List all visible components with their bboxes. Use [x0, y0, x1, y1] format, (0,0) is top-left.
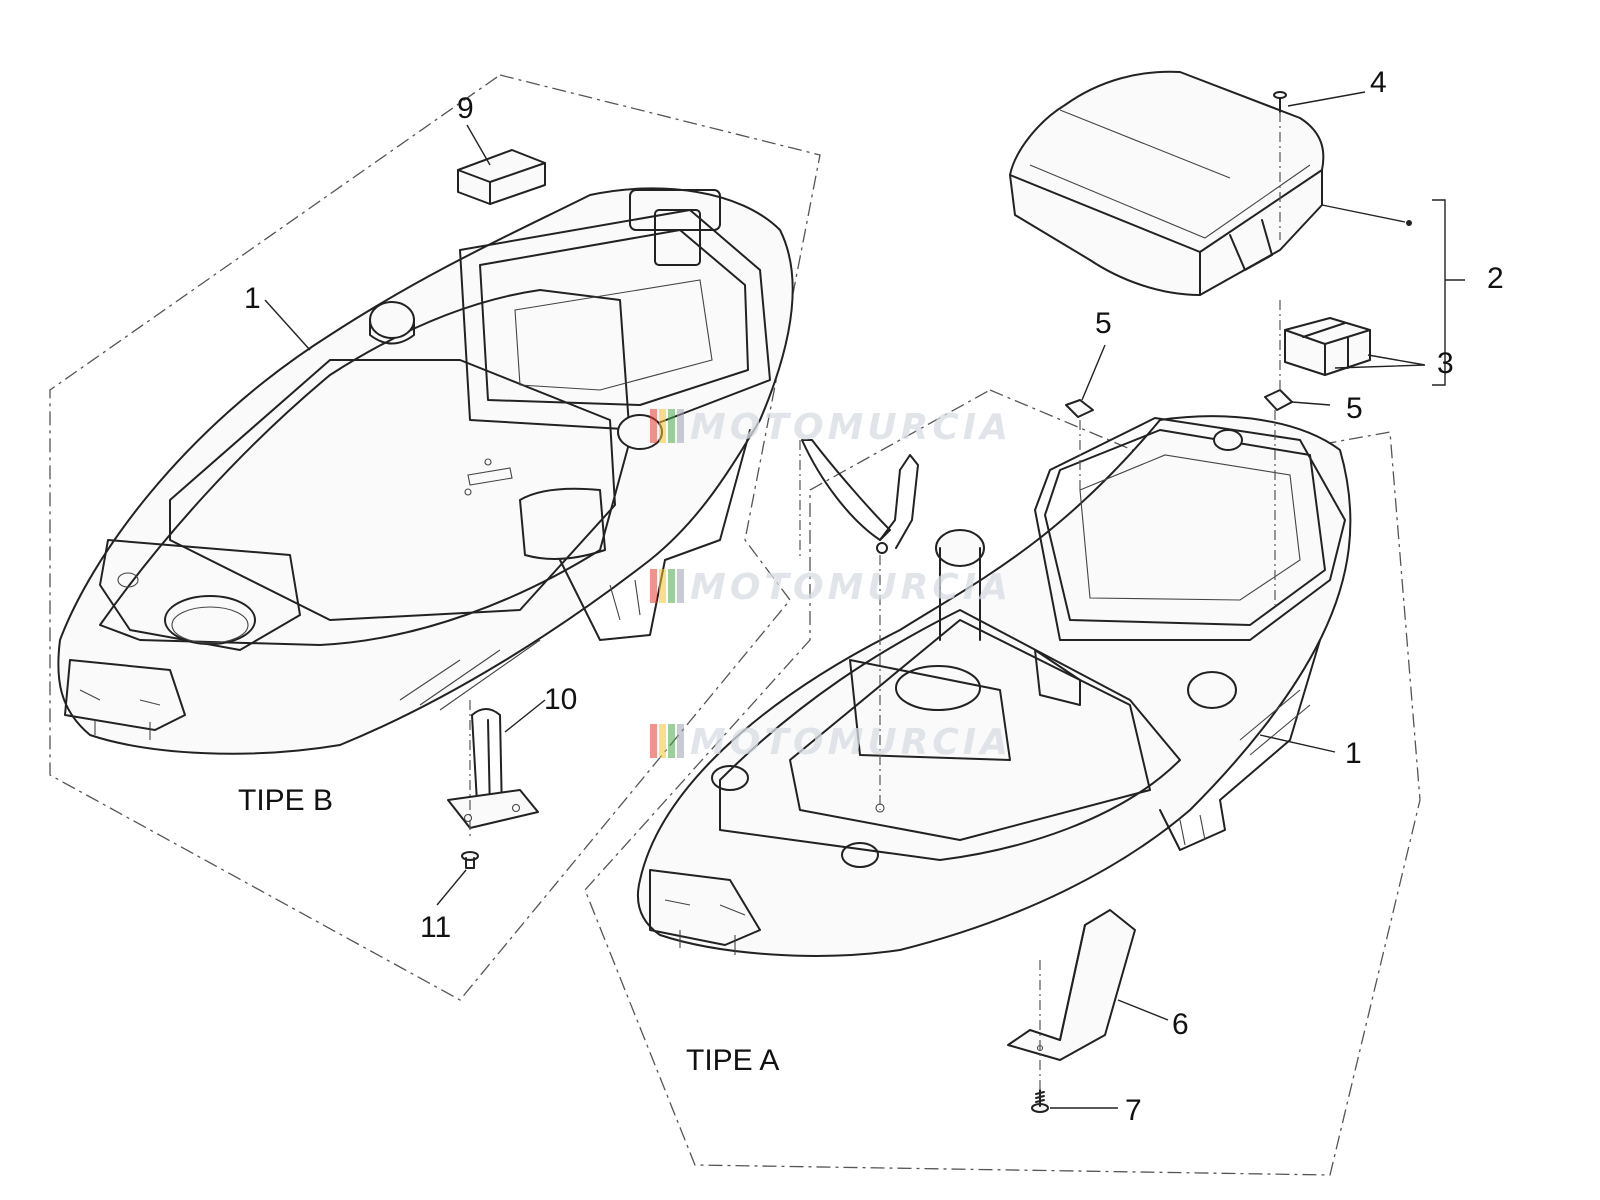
callout-1-right: 1 [1345, 737, 1362, 770]
group-label-tipe-a: TIPE A [686, 1044, 779, 1077]
callout-10: 10 [544, 683, 577, 716]
leader-lines [264, 91, 1465, 1109]
watermark-top: MOTOMURCIA [650, 407, 1012, 448]
callout-6: 6 [1172, 1008, 1189, 1041]
watermark-text: MOTOMURCIA [690, 722, 1012, 763]
tipe-b-boundary [49, 74, 821, 1001]
storage-compartment-tipe-b [57, 187, 794, 755]
watermark-text: MOTOMURCIA [690, 407, 1012, 448]
storage-compartment-tipe-a [636, 415, 1352, 957]
tipe-a-boundary [584, 389, 1421, 1176]
part-11-bolt [461, 851, 479, 869]
callout-9: 9 [457, 92, 474, 125]
part-5-clip-nut-right [1264, 389, 1293, 411]
callout-7: 7 [1125, 1094, 1142, 1127]
callout-3: 3 [1437, 347, 1454, 380]
callout-11: 11 [420, 911, 451, 944]
callout-5-left: 5 [1095, 307, 1112, 340]
callout-labels: 1 9 10 11 4 2 3 5 5 1 6 7 [244, 66, 1504, 1127]
watermark-middle: MOTOMURCIA [650, 567, 1012, 608]
watermark-bottom: MOTOMURCIA [650, 722, 1012, 763]
group-label-tipe-b: TIPE B [238, 784, 333, 817]
part-7-screw [1031, 1089, 1049, 1113]
callout-4: 4 [1370, 66, 1387, 99]
part-10-bracket [447, 708, 539, 829]
watermark-group: MOTOMURCIA MOTOMURCIA MOTOMURCIA [650, 407, 1012, 763]
part-5-clip-nut-left [1065, 399, 1094, 418]
part-9-pad [457, 149, 546, 205]
assembly-axes [469, 112, 1281, 1090]
strap-part [801, 439, 919, 554]
part-6-plate [1007, 909, 1136, 1061]
watermark-text: MOTOMURCIA [690, 567, 1012, 608]
callout-1-left: 1 [244, 282, 261, 315]
part-2-cover [1009, 70, 1325, 296]
callout-5-right: 5 [1346, 392, 1363, 425]
callout-2: 2 [1487, 262, 1504, 295]
part-3-pads [1284, 317, 1371, 376]
part-4-screw [1273, 91, 1287, 113]
